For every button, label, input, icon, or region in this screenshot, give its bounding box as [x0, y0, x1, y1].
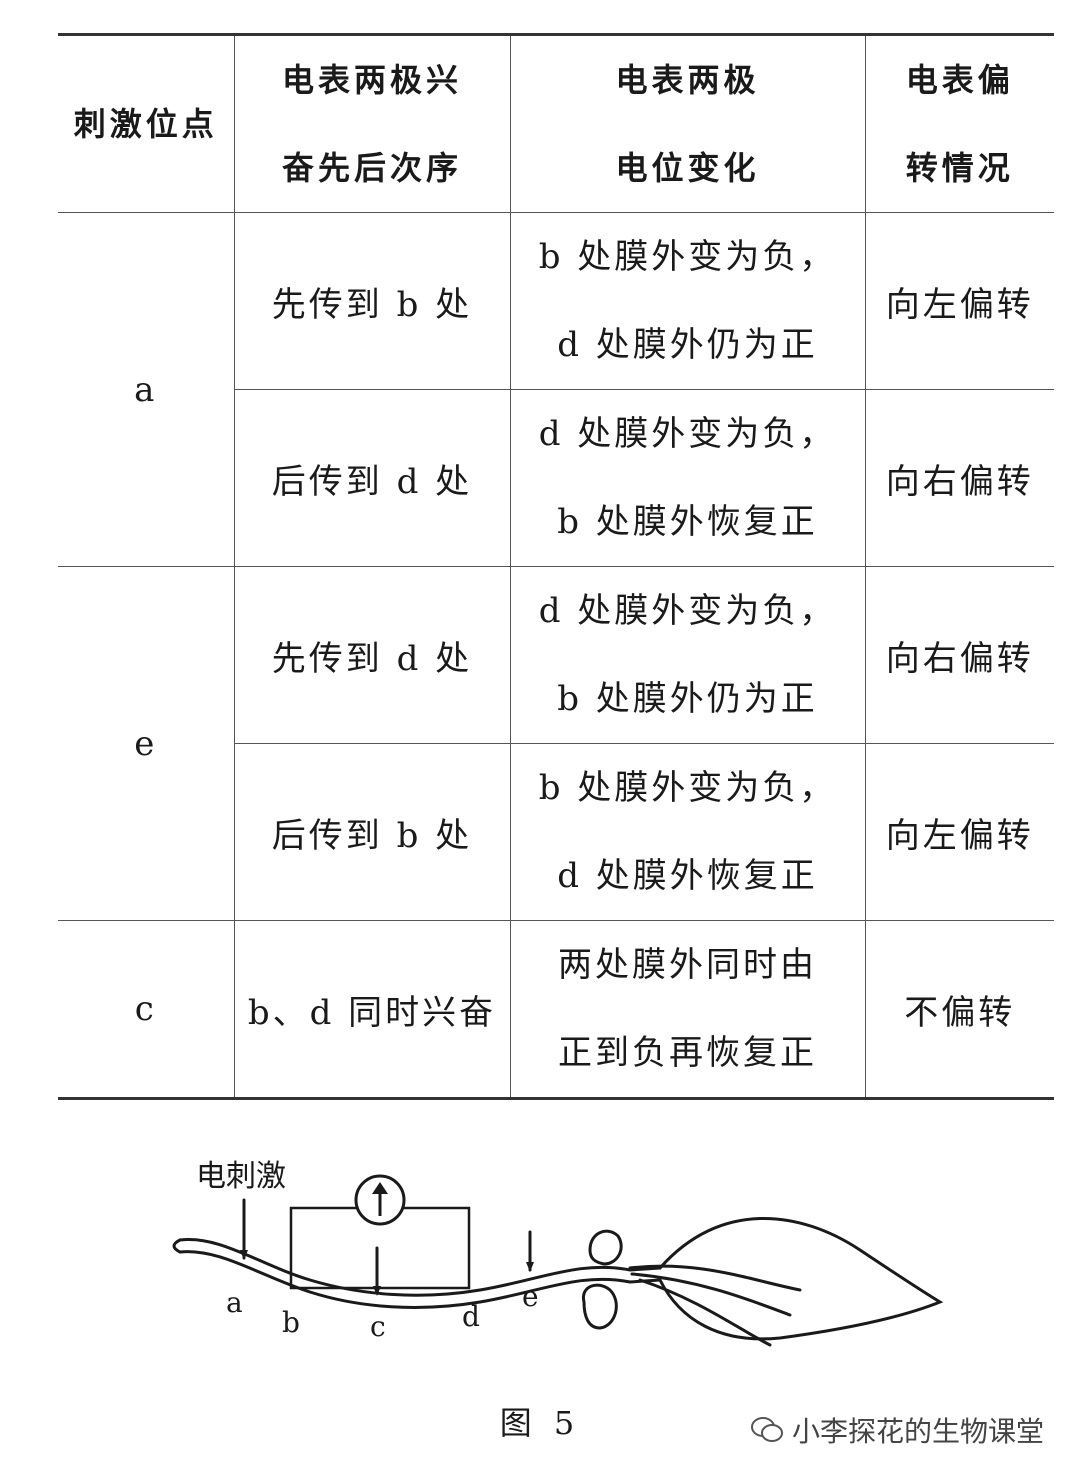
- table-row: c b、d 同时兴奋 两处膜外同时由正到负再恢复正 不偏转: [58, 920, 1054, 1099]
- header-deflection: 电表偏转情况: [864, 34, 1054, 213]
- point-label-d: d: [462, 1300, 480, 1333]
- change-cell: d 处膜外变为负，b 处膜外仍为正: [509, 566, 866, 744]
- point-label-a: a: [226, 1286, 243, 1319]
- deflection-cell: 向左偏转: [864, 212, 1054, 390]
- deflection-cell: 不偏转: [864, 920, 1054, 1099]
- deflection-cell: 向右偏转: [864, 389, 1054, 567]
- change-cell: 两处膜外同时由正到负再恢复正: [509, 920, 866, 1099]
- order-cell: b、d 同时兴奋: [233, 920, 511, 1099]
- site-cell: a: [58, 212, 235, 567]
- order-cell: 先传到 b 处: [233, 212, 511, 390]
- stimulus-label: 电刺激: [196, 1159, 286, 1194]
- nerve-muscle-diagram: 电刺激 a b c d e: [172, 1159, 944, 1347]
- header-potential-change: 电表两极电位变化: [509, 34, 866, 213]
- order-cell: 后传到 d 处: [234, 389, 511, 567]
- point-label-e: e: [522, 1280, 539, 1313]
- change-cell: b 处膜外变为负，d 处膜外恢复正: [509, 743, 866, 921]
- site-cell: e: [58, 566, 235, 921]
- header-excitation-order: 电表两极兴奋先后次序: [233, 34, 511, 213]
- ganglion: [588, 1229, 623, 1266]
- table-row: 后传到 d 处 d 处膜外变为负，b 处膜外恢复正 向右偏转: [58, 389, 1054, 567]
- table-row: e 先传到 d 处 d 处膜外变为负，b 处膜外仍为正 向右偏转: [58, 566, 1054, 921]
- watermark-text: 小李探花的生物课堂: [791, 1415, 1044, 1448]
- watermark: 小李探花的生物课堂: [750, 1410, 1044, 1450]
- table-row: a 先传到 b 处 b 处膜外变为负，d 处膜外仍为正 向左偏转: [58, 212, 1054, 567]
- wechat-icon: [750, 1417, 783, 1442]
- table-row: 后传到 b 处 b 处膜外变为负，d 处膜外恢复正 向左偏转: [58, 743, 1054, 921]
- site-cell: c: [58, 920, 235, 1099]
- figure-caption: 图 5: [499, 1404, 581, 1442]
- nerve-fiber: [178, 1237, 662, 1297]
- order-cell: 先传到 d 处: [233, 566, 511, 744]
- muscle-outline: [658, 1217, 944, 1341]
- comparison-table: 刺激位点 电表两极兴奋先后次序 电表两极电位变化 电表偏转情况 a 先传到 b …: [58, 33, 1054, 1100]
- deflection-cell: 向右偏转: [864, 566, 1054, 744]
- change-cell: b 处膜外变为负，d 处膜外仍为正: [509, 212, 866, 390]
- deflection-cell: 向左偏转: [864, 743, 1054, 921]
- header-stimulation-site: 刺激位点: [58, 34, 235, 213]
- header-row: 刺激位点 电表两极兴奋先后次序 电表两极电位变化 电表偏转情况: [58, 34, 1054, 213]
- order-cell: 后传到 b 处: [234, 743, 511, 921]
- point-label-b: b: [282, 1306, 300, 1339]
- point-label-c: c: [370, 1310, 386, 1343]
- change-cell: d 处膜外变为负，b 处膜外恢复正: [509, 389, 866, 567]
